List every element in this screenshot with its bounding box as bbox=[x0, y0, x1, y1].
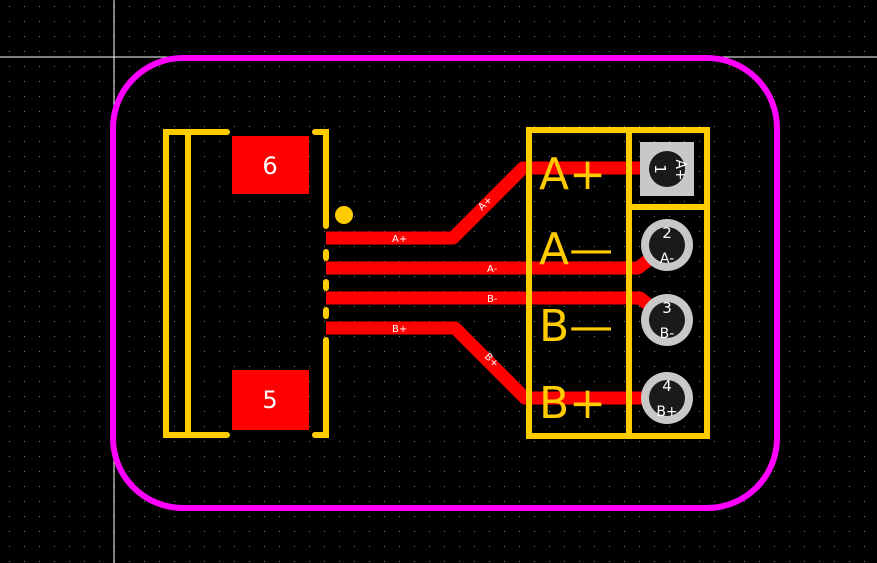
pad-5-number: 5 bbox=[262, 386, 277, 414]
pin-4-net: B+ bbox=[656, 404, 677, 420]
pin-1-drill bbox=[649, 151, 685, 187]
trace-a-plus[interactable] bbox=[326, 161, 668, 245]
right-connector-outline bbox=[526, 127, 710, 439]
left-connector-top-bracket bbox=[312, 129, 329, 229]
dot-marker-icon bbox=[335, 206, 353, 224]
pin-4-number: 4 bbox=[662, 377, 672, 395]
through-hole-pin-2[interactable]: 2 A- bbox=[641, 219, 693, 271]
smd-pad-6[interactable] bbox=[232, 136, 309, 194]
smd-pad-5[interactable] bbox=[232, 370, 309, 430]
pin-2-net: A- bbox=[660, 251, 674, 267]
right-connector-silkscreen bbox=[526, 127, 710, 439]
silk-label-a-minus: A— bbox=[539, 224, 613, 275]
through-hole-pin-4[interactable]: 4 B+ bbox=[641, 372, 693, 424]
pin-3-drill bbox=[649, 302, 685, 338]
pin-1-net: A+ bbox=[672, 159, 688, 180]
trace-label-a-plus: A+ bbox=[392, 234, 407, 245]
silk-label-b-minus: B— bbox=[539, 301, 613, 352]
trace-label-b-plus: B+ bbox=[392, 324, 407, 335]
left-connector-bottom-bracket bbox=[312, 337, 329, 438]
trace-b-plus[interactable] bbox=[326, 321, 668, 405]
left-connector-silkscreen bbox=[163, 129, 329, 438]
pin-3-number: 3 bbox=[662, 299, 672, 317]
pad-6-number: 6 bbox=[262, 152, 277, 180]
through-hole-pin-1[interactable]: 1 A+ bbox=[640, 142, 694, 196]
pin-3-net: B- bbox=[660, 326, 675, 342]
board-outline[interactable] bbox=[110, 55, 780, 511]
trace-label-a-minus: A- bbox=[487, 264, 498, 275]
pin-4-drill bbox=[649, 380, 685, 416]
trace-label-b-minus: B- bbox=[487, 294, 498, 305]
pin-2-drill bbox=[649, 227, 685, 263]
pin-2-number: 2 bbox=[662, 224, 672, 242]
silk-label-a-plus: A+ bbox=[539, 149, 606, 200]
pin-1-number: 1 bbox=[651, 164, 669, 174]
through-hole-pin-3[interactable]: 3 B- bbox=[641, 294, 693, 346]
silk-label-b-plus: B+ bbox=[539, 378, 606, 429]
left-connector-body-outline bbox=[163, 129, 230, 438]
